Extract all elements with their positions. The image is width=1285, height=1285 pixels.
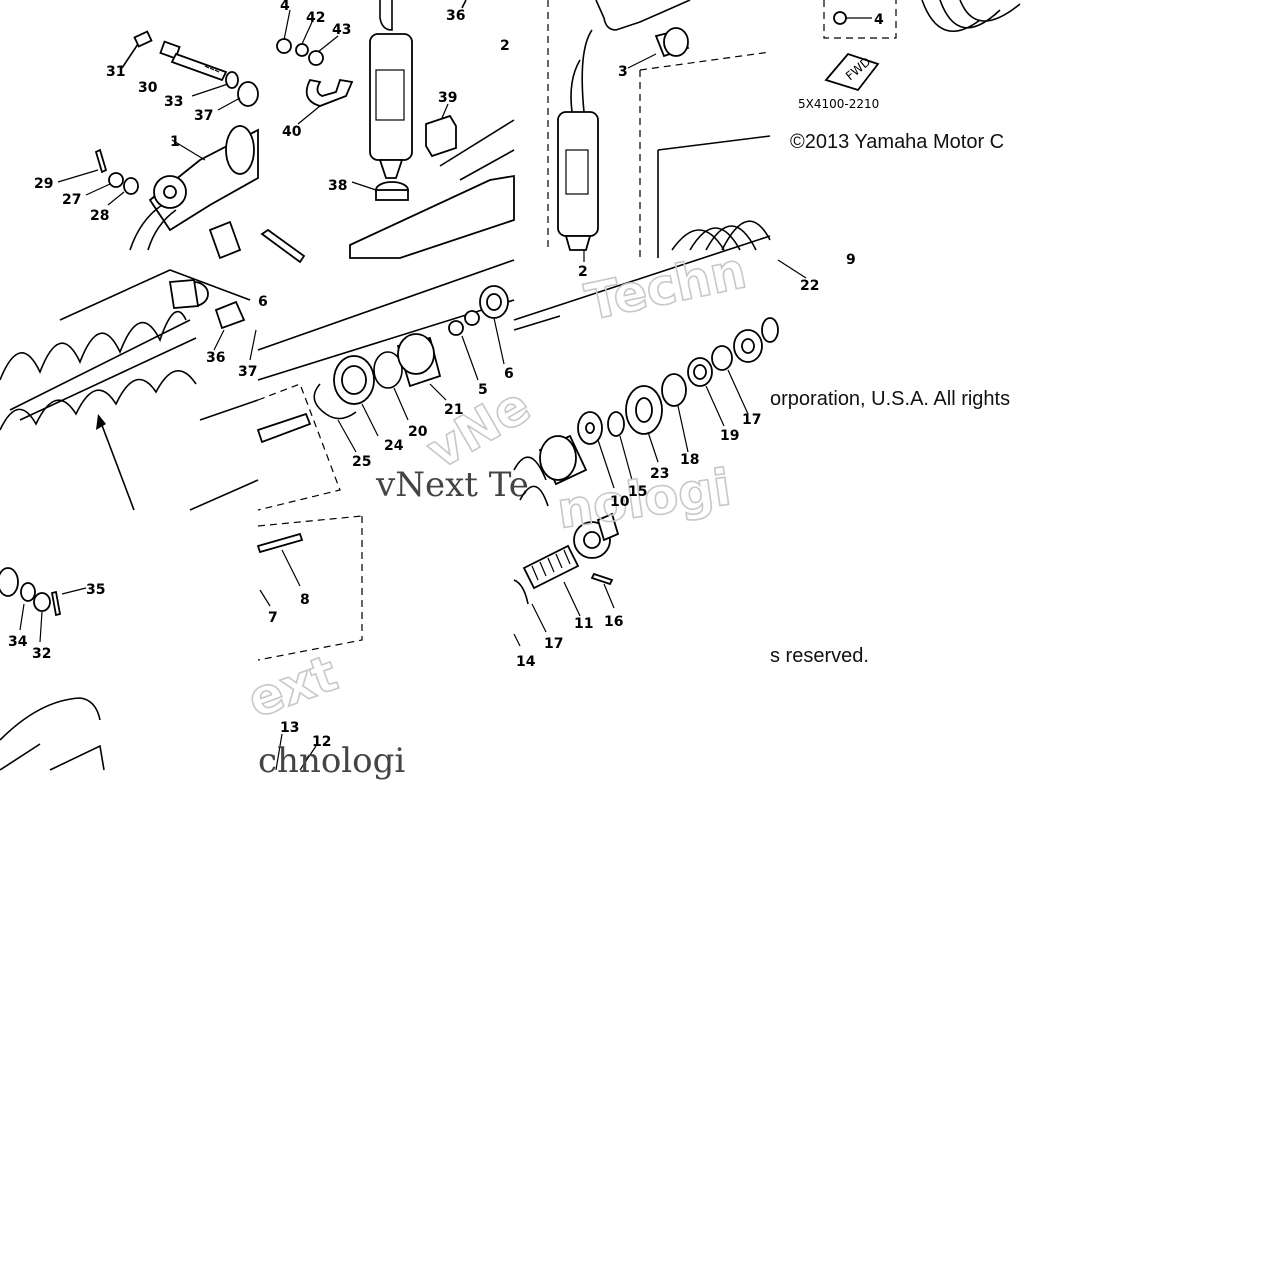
callout: 7 xyxy=(268,610,278,626)
callout: 42 xyxy=(306,10,325,26)
callout: 21 xyxy=(444,402,463,418)
callout: 17 xyxy=(544,636,563,652)
callout: 24 xyxy=(384,438,404,454)
callout-numbers: 4 42 43 36 2 39 40 38 31 30 33 37 1 29 2… xyxy=(8,0,884,750)
callout: 20 xyxy=(408,424,428,440)
callout: 34 xyxy=(8,634,28,650)
callout: 4 xyxy=(874,12,884,28)
bolt-31 xyxy=(121,30,153,69)
shock-absorber-1 xyxy=(129,125,259,251)
callout: 6 xyxy=(504,366,514,382)
callout: 6 xyxy=(258,294,268,310)
spring-coil xyxy=(671,220,771,251)
callout: 43 xyxy=(332,22,351,38)
callout: 14 xyxy=(516,654,536,670)
callout: 17 xyxy=(742,412,761,428)
watermark-fragment-2: vNext Te xyxy=(375,465,529,505)
callout: 27 xyxy=(62,192,81,208)
callout: 1 xyxy=(170,134,180,150)
callout: 33 xyxy=(164,94,183,110)
callout: 36 xyxy=(206,350,225,366)
callout: 40 xyxy=(282,124,302,140)
callout: 10 xyxy=(610,494,630,510)
callout: 30 xyxy=(138,80,158,96)
copyright-line-3: s reserved. xyxy=(770,645,869,667)
callout: 37 xyxy=(194,108,213,124)
eye-bolt-11 xyxy=(522,521,611,590)
tile-lower-left xyxy=(0,567,105,771)
tile-top-right-b: FWD 5X4100-2210 ©2013 Yamaha Motor C xyxy=(790,0,1021,153)
callout: 9 xyxy=(846,252,856,268)
callout: 4 xyxy=(280,0,290,14)
tile-top-middle xyxy=(260,0,515,264)
shock-spring-large xyxy=(0,310,197,431)
callout: 31 xyxy=(106,64,125,80)
callout: 18 xyxy=(680,452,699,468)
callout: 32 xyxy=(32,646,51,662)
callout: 5 xyxy=(478,382,488,398)
callout: 22 xyxy=(800,278,819,294)
copyright-line-1: ©2013 Yamaha Motor C xyxy=(790,131,1004,153)
callout: 16 xyxy=(604,614,623,630)
callout: 38 xyxy=(328,178,347,194)
tile-top-right-a xyxy=(547,0,807,279)
callout: 37 xyxy=(238,364,257,380)
callout: 3 xyxy=(618,64,628,80)
callout: 8 xyxy=(300,592,310,608)
callout: 36 xyxy=(446,8,465,24)
callout: 2 xyxy=(578,264,588,280)
callout: 39 xyxy=(438,90,457,106)
fwd-plate: FWD xyxy=(824,52,880,92)
callout: 19 xyxy=(720,428,739,444)
watermark-fragment-1: Techn xyxy=(580,241,751,331)
callout: 2 xyxy=(500,38,510,54)
tile-top-left xyxy=(57,30,259,260)
watermark-fragment-4: ext xyxy=(240,644,344,729)
tile-center: vNext Te vNe xyxy=(256,259,541,511)
tile-lower-right: nologi xyxy=(513,457,735,647)
tile-center-right: Techn xyxy=(513,235,779,507)
reservoir-canister xyxy=(369,33,413,179)
bolt-30 xyxy=(159,40,228,82)
copyright-line-2: orporation, U.S.A. All rights xyxy=(770,388,1010,410)
callout: 28 xyxy=(90,208,109,224)
watermark-fragment-5: chnologi xyxy=(258,741,405,781)
callout: 25 xyxy=(352,454,371,470)
callout: 13 xyxy=(280,720,299,736)
callout: 12 xyxy=(312,734,331,750)
reservoir-canister-2 xyxy=(557,111,599,251)
callout: 11 xyxy=(574,616,593,632)
callout: 29 xyxy=(34,176,53,192)
diagram-code: 5X4100-2210 xyxy=(798,97,879,111)
callout: 15 xyxy=(628,484,647,500)
callout: 35 xyxy=(86,582,105,598)
tile-middle-left xyxy=(0,269,259,511)
callout: 23 xyxy=(650,466,669,482)
